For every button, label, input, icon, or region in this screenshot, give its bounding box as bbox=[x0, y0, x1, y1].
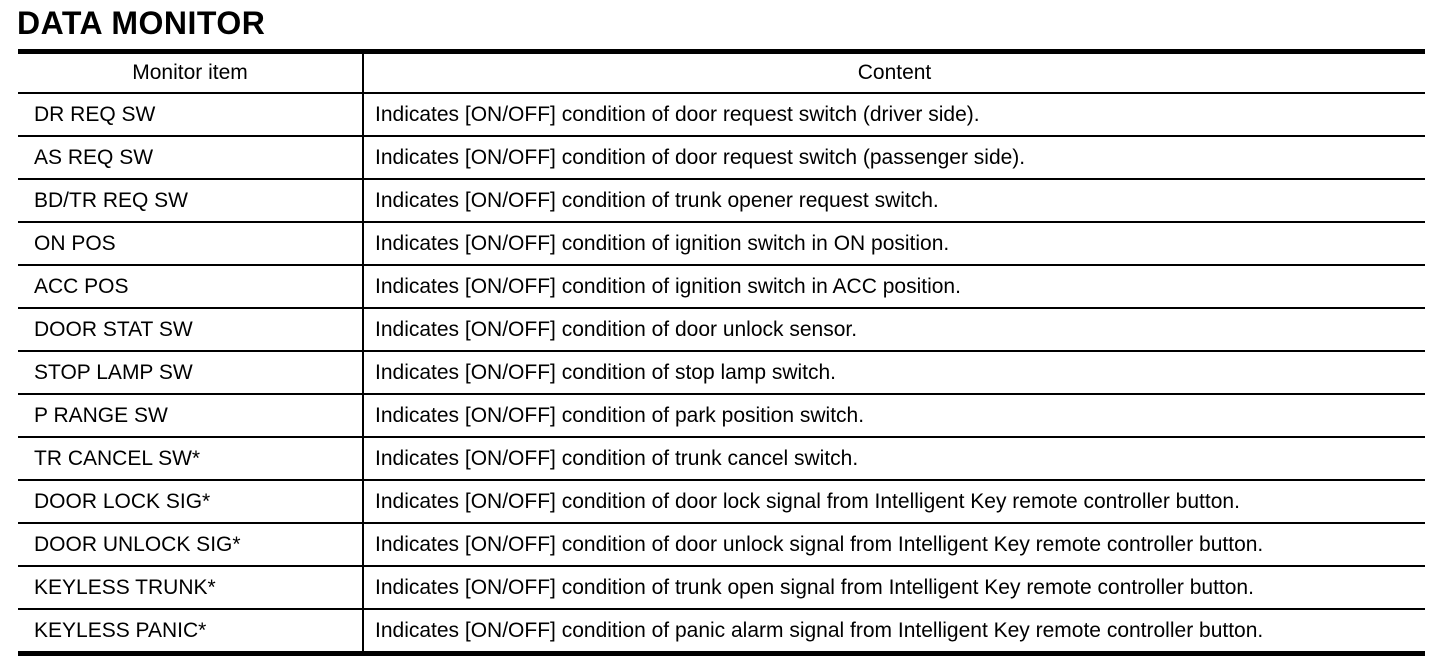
content-cell: Indicates [ON/OFF] condition of trunk op… bbox=[363, 566, 1425, 610]
content-cell: Indicates [ON/OFF] condition of door unl… bbox=[363, 523, 1425, 567]
content-cell: Indicates [ON/OFF] condition of trunk ca… bbox=[363, 437, 1425, 481]
table-row: DOOR LOCK SIG* Indicates [ON/OFF] condit… bbox=[18, 480, 1425, 524]
monitor-item-cell: KEYLESS PANIC* bbox=[18, 609, 364, 655]
content-cell: Indicates [ON/OFF] condition of door req… bbox=[363, 93, 1425, 137]
table-row: P RANGE SW Indicates [ON/OFF] condition … bbox=[18, 394, 1425, 438]
header-monitor-item: Monitor item bbox=[18, 51, 364, 94]
monitor-item-cell: P RANGE SW bbox=[18, 394, 364, 438]
page-title: DATA MONITOR bbox=[17, 5, 266, 41]
table-row: KEYLESS TRUNK* Indicates [ON/OFF] condit… bbox=[18, 566, 1425, 610]
content-cell: Indicates [ON/OFF] condition of door unl… bbox=[363, 308, 1425, 352]
table-row: TR CANCEL SW* Indicates [ON/OFF] conditi… bbox=[18, 437, 1425, 481]
monitor-item-cell: DOOR UNLOCK SIG* bbox=[18, 523, 364, 567]
table-row: AS REQ SW Indicates [ON/OFF] condition o… bbox=[18, 136, 1425, 180]
content-cell: Indicates [ON/OFF] condition of panic al… bbox=[363, 609, 1425, 655]
content-cell: Indicates [ON/OFF] condition of ignition… bbox=[363, 265, 1425, 309]
monitor-item-cell: STOP LAMP SW bbox=[18, 351, 364, 395]
table-row: DR REQ SW Indicates [ON/OFF] condition o… bbox=[18, 93, 1425, 137]
table-header-row: Monitor item Content bbox=[18, 51, 1425, 94]
monitor-item-cell: TR CANCEL SW* bbox=[18, 437, 364, 481]
content-cell: Indicates [ON/OFF] condition of trunk op… bbox=[363, 179, 1425, 223]
table-row: BD/TR REQ SW Indicates [ON/OFF] conditio… bbox=[18, 179, 1425, 223]
monitor-item-cell: ON POS bbox=[18, 222, 364, 266]
table-row: KEYLESS PANIC* Indicates [ON/OFF] condit… bbox=[18, 609, 1425, 655]
table-row: DOOR STAT SW Indicates [ON/OFF] conditio… bbox=[18, 308, 1425, 352]
content-cell: Indicates [ON/OFF] condition of stop lam… bbox=[363, 351, 1425, 395]
monitor-item-cell: KEYLESS TRUNK* bbox=[18, 566, 364, 610]
table-row: DOOR UNLOCK SIG* Indicates [ON/OFF] cond… bbox=[18, 523, 1425, 567]
table-body: DR REQ SW Indicates [ON/OFF] condition o… bbox=[18, 93, 1425, 655]
table-row: ON POS Indicates [ON/OFF] condition of i… bbox=[18, 222, 1425, 266]
monitor-item-cell: DR REQ SW bbox=[18, 93, 364, 137]
table-header: Monitor item Content bbox=[18, 51, 1425, 94]
monitor-item-cell: BD/TR REQ SW bbox=[18, 179, 364, 223]
header-content: Content bbox=[363, 51, 1425, 94]
content-cell: Indicates [ON/OFF] condition of park pos… bbox=[363, 394, 1425, 438]
content-cell: Indicates [ON/OFF] condition of door req… bbox=[363, 136, 1425, 180]
monitor-item-cell: ACC POS bbox=[18, 265, 364, 309]
content-cell: Indicates [ON/OFF] condition of door loc… bbox=[363, 480, 1425, 524]
table-row: STOP LAMP SW Indicates [ON/OFF] conditio… bbox=[18, 351, 1425, 395]
content-cell: Indicates [ON/OFF] condition of ignition… bbox=[363, 222, 1425, 266]
data-monitor-table: Monitor item Content DR REQ SW Indicates… bbox=[18, 49, 1425, 656]
monitor-item-cell: AS REQ SW bbox=[18, 136, 364, 180]
monitor-item-cell: DOOR STAT SW bbox=[18, 308, 364, 352]
table-row: ACC POS Indicates [ON/OFF] condition of … bbox=[18, 265, 1425, 309]
monitor-item-cell: DOOR LOCK SIG* bbox=[18, 480, 364, 524]
